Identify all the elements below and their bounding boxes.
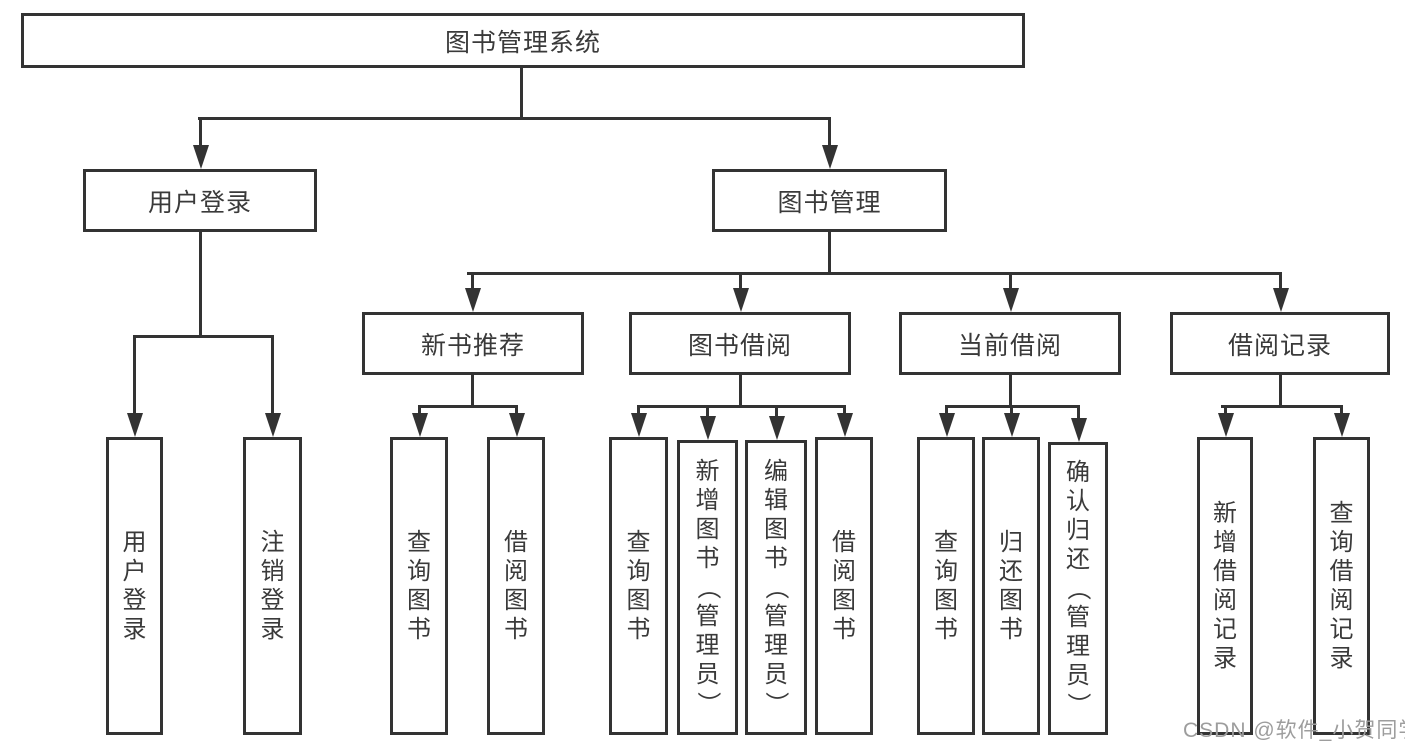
leaf-cb-return-books-label: 归还图书 bbox=[999, 529, 1023, 643]
node-user-login: 用户登录 bbox=[83, 169, 317, 232]
leaf-user-login: 用户登录 bbox=[106, 437, 163, 735]
connector-level2-bus bbox=[198, 117, 831, 120]
leaf-bb-add-books-admin: 新增图书（管理员） bbox=[677, 440, 738, 735]
node-root: 图书管理系统 bbox=[21, 13, 1025, 68]
leaf-logout-label: 注销登录 bbox=[260, 529, 285, 643]
connector-root-drop bbox=[520, 66, 523, 119]
arrow-to-new-book-recommend bbox=[471, 272, 474, 288]
arrow-to-borrow-records bbox=[1279, 272, 1282, 288]
leaf-bb-add-books-admin-label: 新增图书（管理员） bbox=[694, 458, 721, 716]
connector-userlogin-drop bbox=[199, 230, 202, 337]
connector-currentborrow-drop bbox=[1009, 373, 1012, 407]
arrow-to-br-add bbox=[1224, 405, 1227, 413]
connector-bookborrow-bus bbox=[637, 405, 846, 408]
leaf-bb-edit-books-admin: 编辑图书（管理员） bbox=[745, 440, 807, 735]
node-book-borrow: 图书借阅 bbox=[629, 312, 851, 375]
leaf-logout: 注销登录 bbox=[243, 437, 302, 735]
leaf-cb-query-books: 查询图书 bbox=[917, 437, 975, 735]
arrow-to-nb-query bbox=[418, 405, 421, 413]
leaf-bb-edit-books-admin-label: 编辑图书（管理员） bbox=[762, 458, 790, 716]
leaf-cb-confirm-return-admin-label: 确认归还（管理员） bbox=[1064, 459, 1092, 717]
node-current-borrow: 当前借阅 bbox=[899, 312, 1121, 375]
arrow-to-logout-leaf bbox=[271, 335, 274, 413]
arrow-to-user-login bbox=[199, 117, 202, 145]
leaf-nb-query-books-label: 查询图书 bbox=[407, 529, 431, 643]
arrow-to-book-management bbox=[828, 117, 831, 145]
leaf-nb-query-books: 查询图书 bbox=[390, 437, 448, 735]
leaf-br-add-record-label: 新增借阅记录 bbox=[1213, 500, 1237, 672]
leaf-bb-query-books: 查询图书 bbox=[609, 437, 668, 735]
node-new-book-recommend: 新书推荐 bbox=[362, 312, 584, 375]
node-current-borrow-label: 当前借阅 bbox=[957, 331, 1062, 360]
connector-newbook-bus bbox=[418, 405, 518, 408]
arrow-to-current-borrow bbox=[1009, 272, 1012, 288]
leaf-bb-query-books-label: 查询图书 bbox=[626, 529, 651, 643]
node-book-borrow-label: 图书借阅 bbox=[687, 331, 792, 360]
connector-records-drop bbox=[1279, 373, 1282, 407]
connector-newbook-drop bbox=[471, 373, 474, 407]
leaf-bb-borrow-books: 借阅图书 bbox=[815, 437, 873, 735]
connector-userlogin-bus bbox=[133, 335, 274, 338]
node-borrow-records-label: 借阅记录 bbox=[1227, 331, 1332, 360]
arrow-to-br-query bbox=[1340, 405, 1343, 413]
arrow-to-book-borrow bbox=[739, 272, 742, 288]
leaf-br-query-record: 查询借阅记录 bbox=[1313, 437, 1370, 735]
connector-bookborrow-drop bbox=[739, 373, 742, 407]
connector-records-bus bbox=[1221, 405, 1343, 408]
arrow-to-bb-add bbox=[706, 405, 709, 416]
arrow-to-cb-query bbox=[945, 405, 948, 413]
csdn-watermark: CSDN @软件_小贺同学 bbox=[1183, 719, 1405, 742]
node-book-management-label: 图书管理 bbox=[777, 188, 882, 217]
leaf-cb-return-books: 归还图书 bbox=[982, 437, 1040, 735]
leaf-user-login-label: 用户登录 bbox=[122, 529, 147, 643]
arrow-to-cb-confirm bbox=[1077, 405, 1080, 418]
arrow-to-bb-edit bbox=[775, 405, 778, 416]
arrow-to-nb-borrow bbox=[515, 405, 518, 413]
connector-level3-bus bbox=[467, 272, 1281, 275]
node-root-label: 图书管理系统 bbox=[444, 28, 601, 57]
leaf-cb-confirm-return-admin: 确认归还（管理员） bbox=[1048, 442, 1108, 735]
leaf-nb-borrow-books-label: 借阅图书 bbox=[504, 529, 528, 643]
node-book-management: 图书管理 bbox=[712, 169, 947, 232]
arrow-to-bb-query bbox=[637, 405, 640, 413]
node-new-book-recommend-label: 新书推荐 bbox=[420, 331, 525, 360]
arrow-to-cb-return bbox=[1010, 405, 1013, 413]
leaf-br-query-record-label: 查询借阅记录 bbox=[1329, 500, 1354, 672]
connector-bookmgmt-drop bbox=[828, 230, 831, 274]
node-borrow-records: 借阅记录 bbox=[1170, 312, 1390, 375]
arrow-to-user-login-leaf bbox=[133, 335, 136, 413]
leaf-nb-borrow-books: 借阅图书 bbox=[487, 437, 545, 735]
arrow-to-bb-borrow bbox=[843, 405, 846, 413]
leaf-bb-borrow-books-label: 借阅图书 bbox=[832, 529, 856, 643]
leaf-br-add-record: 新增借阅记录 bbox=[1197, 437, 1253, 735]
node-user-login-label: 用户登录 bbox=[147, 188, 252, 217]
leaf-cb-query-books-label: 查询图书 bbox=[934, 529, 958, 643]
